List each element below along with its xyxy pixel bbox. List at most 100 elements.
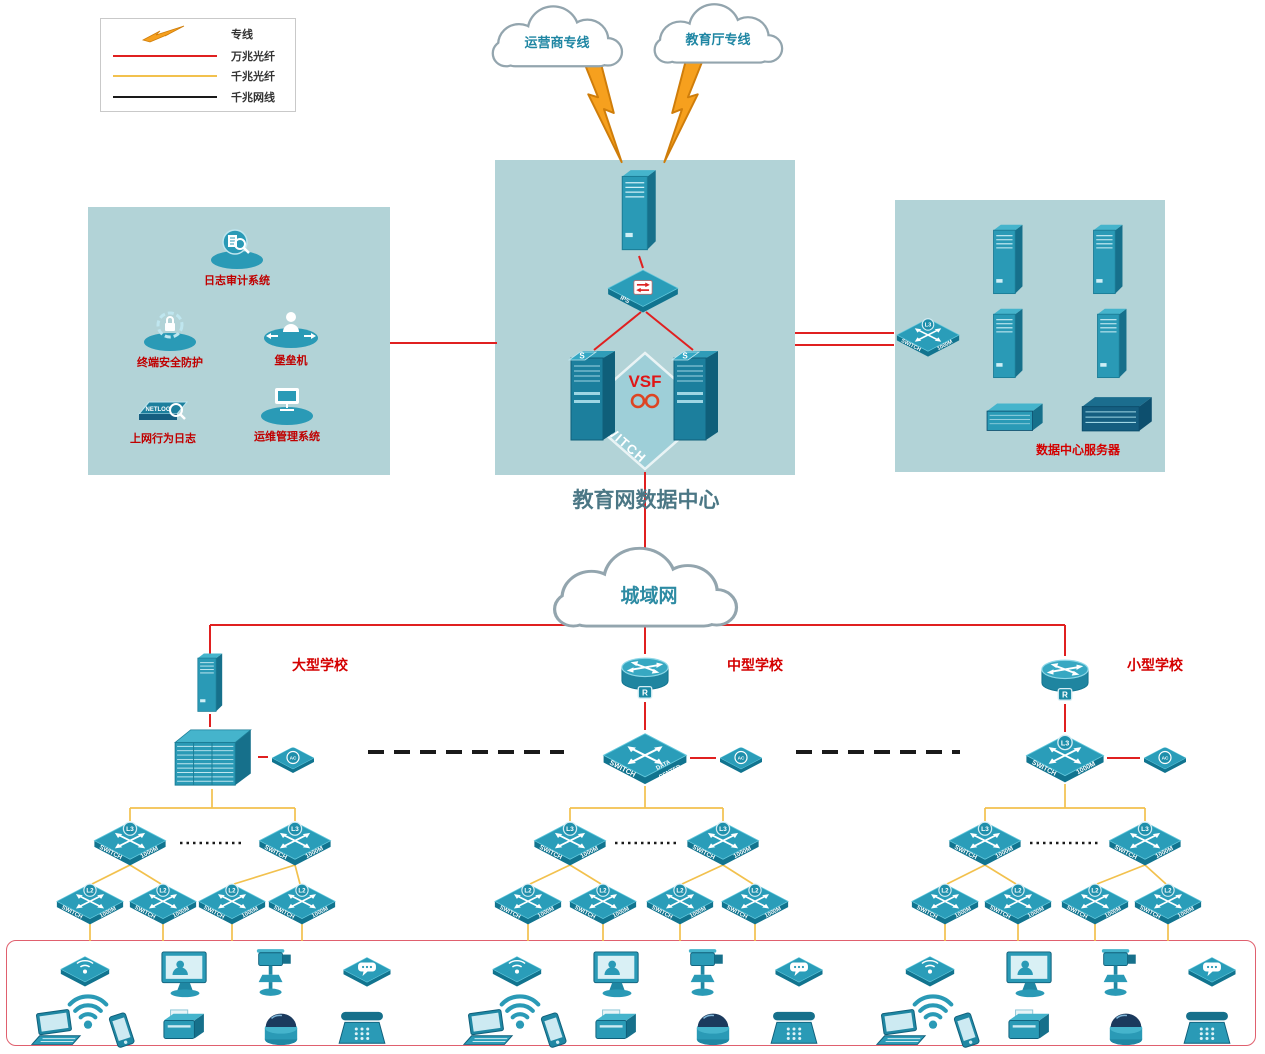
svg-text:IPS: IPS (619, 295, 630, 305)
terminal-protection-icon (144, 311, 196, 351)
svg-text:R: R (1062, 690, 1068, 699)
svg-text:L3: L3 (566, 826, 574, 833)
server-tower (988, 307, 1028, 383)
rack-server (982, 401, 1046, 433)
core-chassis-switch (166, 725, 258, 789)
wifi-signal-icon (66, 988, 110, 1032)
svg-text:L2: L2 (524, 887, 532, 894)
telephone-icon (1182, 1009, 1232, 1049)
legend-row-1g: 千兆光纤 (109, 68, 287, 84)
svg-text:L2: L2 (228, 887, 236, 894)
svg-text:NETLOG: NETLOG (146, 407, 171, 413)
lightning-bolt (660, 57, 708, 166)
svg-text:L3: L3 (925, 323, 932, 329)
svg-text:R: R (642, 688, 648, 697)
dome-camera-icon (1104, 1007, 1148, 1047)
legend-label: 千兆网线 (231, 91, 275, 104)
security-item-netlog: NETLOG 上网行为日志 (98, 384, 228, 446)
svg-text:L2: L2 (599, 887, 607, 894)
svg-text:S: S (682, 352, 688, 361)
server-box-title: 数据中心服务器 (1035, 443, 1121, 457)
wireless-controller: AC (1140, 742, 1190, 775)
svg-text:L2: L2 (676, 887, 684, 894)
smartphone-icon (537, 1010, 571, 1052)
operator-cloud (481, 3, 633, 77)
wireless-controller: AC (268, 742, 318, 775)
netlog-icon: NETLOG (137, 401, 189, 420)
legend-label: 专线 (231, 29, 253, 42)
monitor-icon (589, 950, 645, 1000)
security-item-terminal-protection: 终端安全防护 (105, 308, 235, 370)
dome-camera-icon (259, 1007, 303, 1047)
svg-text:L3: L3 (981, 826, 989, 833)
ips-device: IPS (605, 267, 681, 314)
svg-text:L3: L3 (291, 826, 299, 833)
legend-row-10g: 万兆光纤 (109, 48, 287, 64)
rack-server (1076, 394, 1156, 434)
security-item-ops: 运维管理系统 (222, 382, 352, 444)
dome-camera-icon (691, 1007, 735, 1047)
ops-management-icon (261, 388, 313, 425)
svg-text:L2: L2 (751, 887, 759, 894)
security-item-label: 终端安全防护 (137, 357, 203, 369)
school-label-small: 小型学校 (1127, 657, 1183, 673)
school-router: R (1038, 654, 1092, 704)
ptz-camera-icon (687, 945, 731, 999)
monitor-icon (157, 950, 213, 1000)
lightning-icon (109, 25, 221, 43)
red-line-icon (109, 54, 221, 57)
security-item-bastion: 堡垒机 (226, 306, 356, 368)
server-tower (1092, 307, 1132, 383)
server-tower (1088, 223, 1128, 299)
legend-row-dedicated: 专线 (109, 25, 287, 43)
legend-label: 千兆光纤 (231, 71, 275, 84)
smartphone-icon (105, 1010, 139, 1052)
core-server: S (565, 348, 619, 448)
legend-label: 万兆光纤 (231, 50, 275, 63)
bastion-host-icon (264, 312, 318, 348)
ptz-camera-icon (255, 945, 299, 999)
wlan-ap-icon (901, 952, 959, 990)
security-item-label: 运维管理系统 (254, 431, 320, 443)
firewall-appliance (616, 168, 662, 256)
school-server (193, 652, 227, 716)
telephone-icon (769, 1009, 819, 1049)
chat-icon (339, 953, 395, 990)
black-line-icon (109, 95, 221, 98)
svg-text:L2: L2 (1091, 887, 1099, 894)
security-item-label: 上网行为日志 (130, 433, 196, 445)
svg-text:AC: AC (1162, 755, 1169, 761)
laptop-icon (462, 1009, 516, 1049)
chat-icon (771, 953, 827, 990)
printer-icon (1001, 1009, 1053, 1049)
svg-text:L2: L2 (86, 887, 94, 894)
svg-text:AC: AC (290, 755, 297, 761)
legend-row-copper: 千兆网线 (109, 89, 287, 105)
telephone-icon (337, 1009, 387, 1049)
printer-icon (156, 1009, 208, 1049)
printer-icon (588, 1009, 640, 1049)
security-item-log-audit: 日志审计系统 (172, 226, 302, 288)
wireless-controller: AC (716, 742, 766, 775)
laptop-icon (30, 1009, 84, 1049)
log-audit-icon (211, 229, 263, 269)
svg-text:S: S (579, 352, 585, 361)
datacenter-title: 教育网数据中心 (572, 488, 720, 512)
wlan-ap-icon (488, 952, 546, 990)
monitor-icon (1002, 950, 1058, 1000)
wifi-signal-icon (911, 988, 955, 1032)
smartphone-icon (950, 1010, 984, 1052)
